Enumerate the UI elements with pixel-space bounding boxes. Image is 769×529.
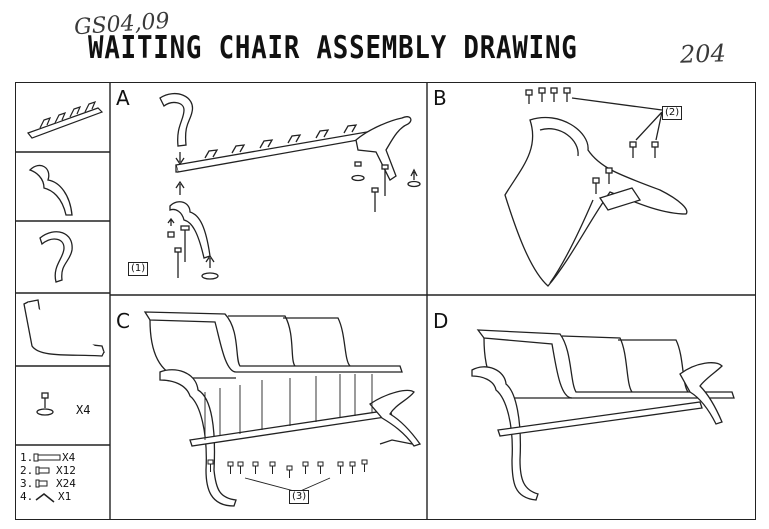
- parts-index: 1.: [20, 451, 34, 464]
- parts-list-item: 3. X24: [20, 477, 76, 491]
- panel-d-drawing: [471, 329, 735, 501]
- panel-a-drawing: [159, 93, 421, 280]
- panel-d-label: D: [433, 309, 449, 333]
- leg-frame-icon: [28, 164, 73, 216]
- foot-count: X4: [76, 403, 91, 417]
- parts-qty: X24: [56, 477, 76, 490]
- panel-a-label: A: [116, 86, 130, 110]
- seat-icon: [23, 299, 105, 357]
- parts-index: 3.: [20, 477, 34, 490]
- parts-index: 4.: [20, 490, 34, 503]
- parts-list-item: 4. X1: [20, 490, 71, 504]
- foot-icon: [36, 392, 54, 416]
- parts-index: 2.: [20, 464, 34, 477]
- parts-list-item: 2. X12: [20, 464, 76, 478]
- callout-2: (2): [662, 106, 683, 120]
- panel-b-label: B: [433, 86, 447, 110]
- parts-list-item: 1. X4: [20, 451, 75, 465]
- parts-qty: X1: [58, 490, 72, 503]
- parts-list: 1. X4 2. X12 3. X24 4. X1: [20, 451, 76, 504]
- beam-icon: [27, 101, 104, 139]
- drawing-frame: [15, 82, 756, 520]
- callout-3: (3): [289, 490, 310, 504]
- armrest-icon: [39, 231, 73, 283]
- panel-c-label: C: [116, 309, 130, 333]
- callout-1: (1): [128, 262, 149, 276]
- panel-c-drawing: [143, 311, 422, 507]
- parts-qty: X4: [62, 451, 76, 464]
- page-title: WAITING CHAIR ASSEMBLY DRAWING: [88, 30, 578, 66]
- hardware-icons: [33, 453, 61, 503]
- parts-qty: X12: [56, 464, 76, 477]
- panel-b-drawing: [504, 87, 688, 287]
